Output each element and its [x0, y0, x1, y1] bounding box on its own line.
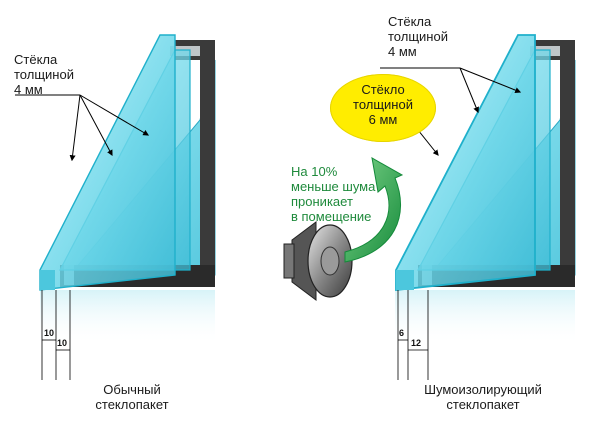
bubble-text: Стёкло толщиной 6 мм — [330, 82, 436, 127]
left-glass-label-line1: Стёкла — [14, 52, 58, 67]
left-glass-label-line3: 4 мм — [14, 82, 43, 97]
left-reflection — [40, 290, 215, 345]
curved-arrow-icon — [344, 157, 404, 263]
noise-note: На 10% меньше шума проникает в помещение — [291, 164, 375, 224]
left-caption: Обычный стеклопакет — [72, 382, 192, 412]
left-leader-1 — [69, 94, 81, 162]
right-glass-label-line2: толщиной — [388, 29, 448, 44]
bubble-line3: 6 мм — [368, 112, 398, 127]
right-gap-top: 6 — [399, 328, 405, 338]
left-caption-line1: Обычный — [103, 382, 161, 397]
right-front-edge — [396, 270, 414, 290]
left-front-edge — [40, 270, 55, 290]
noise-note-line3: проникает — [291, 194, 353, 209]
right-caption-line2: стеклопакет — [446, 397, 520, 412]
right-glass-label-line1: Стёкла — [388, 14, 432, 29]
right-frame-right — [535, 40, 575, 285]
noise-note-line1: На 10% — [291, 164, 338, 179]
right-leader-2 — [459, 67, 479, 114]
left-glass-label-line2: толщиной — [14, 67, 74, 82]
speaker-icon — [283, 221, 353, 301]
right-caption: Шумоизолирующий стеклопакет — [408, 382, 558, 412]
left-leader-3 — [79, 94, 150, 136]
yellow-bubble — [330, 74, 436, 142]
right-gap-bottom: 12 — [411, 338, 422, 348]
right-reflection — [395, 290, 575, 345]
bubble-line2: толщиной — [353, 97, 413, 112]
noise-note-line4: в помещение — [291, 209, 372, 224]
left-caption-line2: стеклопакет — [95, 397, 169, 412]
left-window — [15, 34, 216, 380]
left-gap-bottom: 10 — [57, 338, 68, 348]
noise-note-line2: меньше шума — [291, 179, 376, 194]
bubble-line1: Стёкло — [361, 82, 405, 97]
right-glass-label-line3: 4 мм — [388, 44, 417, 59]
left-gap-top: 10 — [44, 328, 55, 338]
right-window — [380, 34, 576, 380]
left-leader-2 — [79, 94, 113, 157]
right-glass-label: Стёкла толщиной 4 мм — [388, 14, 448, 59]
right-caption-line1: Шумоизолирующий — [424, 382, 542, 397]
left-frame-right — [175, 40, 215, 285]
right-front-pane — [395, 34, 536, 292]
left-glass-label: Стёкла толщиной 4 мм — [14, 52, 74, 97]
right-leader-1 — [459, 67, 522, 94]
